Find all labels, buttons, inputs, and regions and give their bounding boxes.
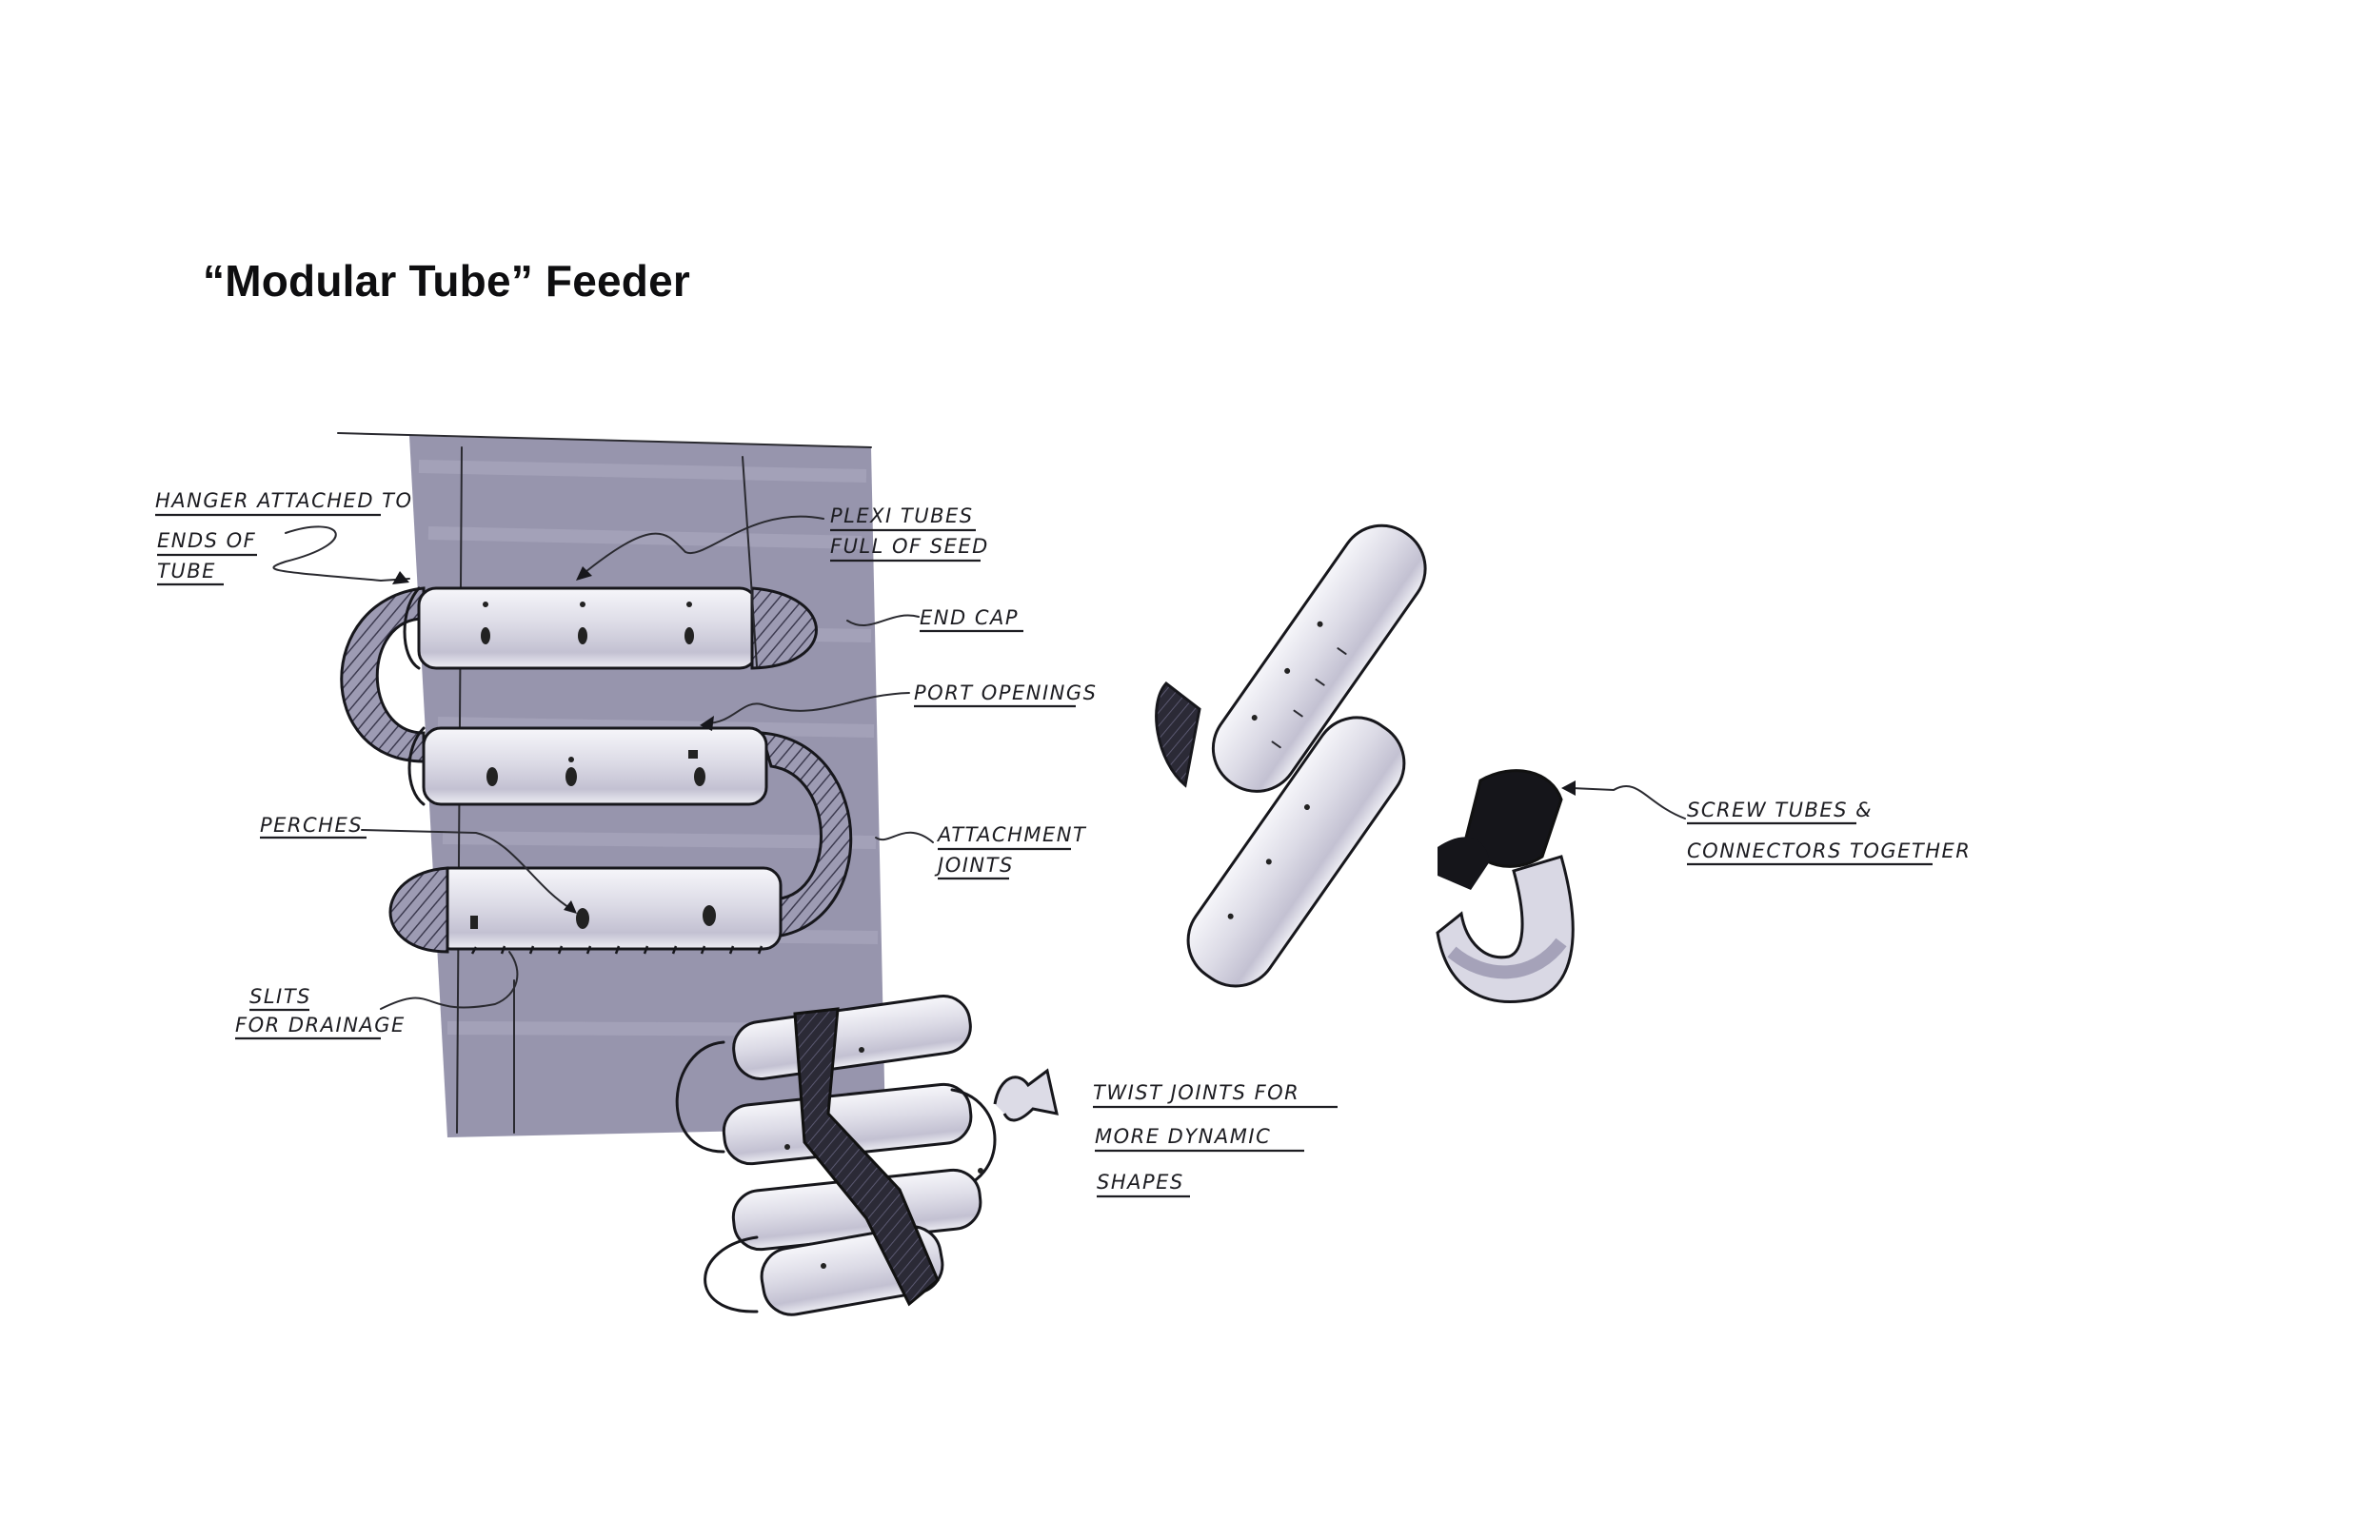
page-title: “Modular Tube” Feeder — [203, 256, 690, 306]
annotation-plexi-line-1: PLEXI TUBES — [830, 504, 974, 527]
annotation-twist-joints: TWIST JOINTS FOR MORE DYNAMIC SHAPES — [1093, 1081, 1338, 1198]
annotation-plexi-tubes: PLEXI TUBES FULL OF SEED — [830, 504, 989, 563]
screw-connector-sketch — [1155, 523, 1686, 1003]
annotation-twist-line-2: MORE DYNAMIC — [1095, 1125, 1271, 1148]
joint-upper-left — [340, 586, 426, 763]
drainage-slits — [470, 945, 764, 955]
annotation-slits-line-1: SLITS — [249, 985, 311, 1008]
annotation-hanger: HANGER ATTACHED TO ENDS OF TUBE — [155, 489, 413, 586]
annotation-slits-line-2: FOR DRAINAGE — [235, 1014, 406, 1037]
annotation-hanger-line-3: TUBE — [157, 560, 216, 582]
twist-arrow — [993, 1068, 1059, 1122]
annotation-endcap-line-1: END CAP — [920, 606, 1019, 629]
screw-end-cap — [1155, 681, 1201, 788]
annotation-attachment-joints: ATTACHMENT JOINTS — [934, 823, 1087, 880]
annotation-end-cap: END CAP — [920, 606, 1023, 633]
twist-band — [793, 1007, 940, 1307]
annotation-port-openings: PORT OPENINGS — [914, 681, 1097, 708]
annotation-slits: SLITS FOR DRAINAGE — [235, 985, 406, 1040]
twist-variant-sketch — [675, 995, 1059, 1316]
annotation-screw-line-2: CONNECTORS TOGETHER — [1687, 839, 1971, 862]
annotation-perches-line-1: PERCHES — [260, 814, 363, 837]
annotation-twist-line-3: SHAPES — [1097, 1171, 1184, 1194]
wall-feeder-sketch — [272, 432, 934, 1137]
annotation-port-line-1: PORT OPENINGS — [914, 681, 1097, 704]
plexi-tube-bottom — [388, 866, 783, 955]
annotation-twist-line-1: TWIST JOINTS FOR — [1093, 1081, 1299, 1104]
annotation-hanger-line-1: HANGER ATTACHED TO — [155, 489, 413, 512]
plexi-tube-middle — [407, 726, 768, 806]
annotation-hanger-line-2: ENDS OF — [157, 529, 256, 552]
end-cap-bottom — [388, 866, 449, 954]
plexi-tube-top — [403, 456, 818, 670]
annotation-attachment-line-1: ATTACHMENT — [936, 823, 1087, 846]
annotation-plexi-line-2: FULL OF SEED — [830, 535, 989, 558]
annotation-screw-tubes: SCREW TUBES & CONNECTORS TOGETHER — [1687, 799, 1971, 866]
annotation-screw-line-1: SCREW TUBES & — [1687, 799, 1873, 821]
end-cap — [750, 586, 818, 670]
annotation-attachment-line-2: JOINTS — [934, 854, 1014, 877]
annotation-perches: PERCHES — [260, 814, 367, 839]
